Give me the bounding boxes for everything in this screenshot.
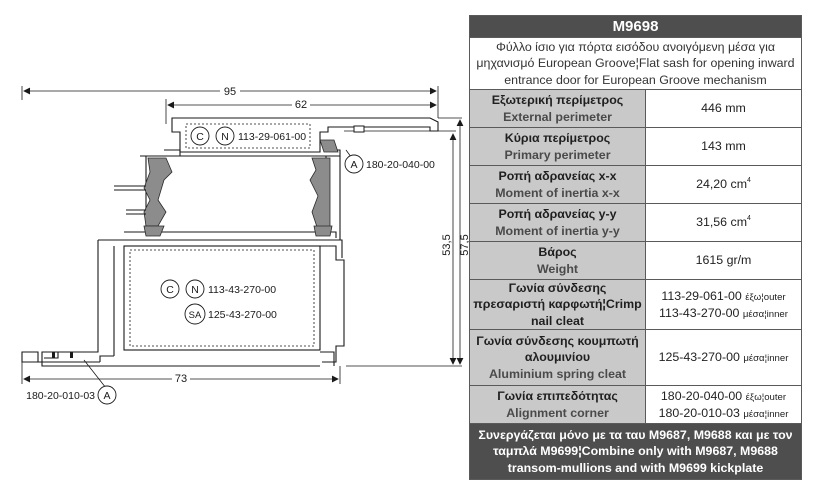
callout-alignment-bottom: A 180-20-010-03 <box>26 359 117 405</box>
svg-text:A: A <box>103 390 110 402</box>
callout-center-spring: SA 125-43-270-00 <box>184 303 277 325</box>
product-description: Φύλλο ίσιο για πόρτα εισόδου ανοιγόμενη … <box>469 37 802 90</box>
value-moment-y: 31,56 cm4 <box>645 203 802 242</box>
svg-text:C: C <box>166 284 174 296</box>
label-moment-x: Ροπή αδρανείας x-x Moment of inertia x-x <box>469 165 646 204</box>
callout-top-code: 113-29-061-00 <box>238 131 306 143</box>
callout-bottom-code: 180-20-010-03 <box>26 390 95 402</box>
spec-table: M9698 Φύλλο ίσιο για πόρτα εισόδου ανοιγ… <box>469 15 802 481</box>
description-sep: ¦ <box>635 56 639 71</box>
dim-53-5-label: 53,5 <box>441 234 453 255</box>
value-moment-x: 24,20 cm4 <box>645 165 802 204</box>
dim-95-label: 95 <box>224 86 236 98</box>
label-spring-cleat: Γωνία σύνδεσης κουμπωτή αλουμινίου Alumi… <box>469 329 646 387</box>
svg-text:SA: SA <box>189 310 202 321</box>
svg-text:N: N <box>191 284 199 296</box>
value-alignment-corner: 180-20-040-00 έξω¦outer 180-20-010-03 μέ… <box>645 385 802 425</box>
svg-text:A: A <box>350 159 357 171</box>
label-moment-y: Ροπή αδρανείας y-y Moment of inertia y-y <box>469 203 646 242</box>
callout-right-code: 180-20-040-00 <box>366 159 435 171</box>
callout-top-crimp: C N 113-29-061-00 <box>190 126 306 146</box>
callout-sa-code: 125-43-270-00 <box>208 309 277 321</box>
svg-text:C: C <box>196 131 204 143</box>
thermal-break-strips <box>143 139 339 237</box>
bottom-markers <box>52 352 73 358</box>
label-primary-perimeter: Κύρια περίμετρος Primary perimeter <box>469 127 646 166</box>
description-en: Flat sash for opening inward entrance do… <box>504 56 795 87</box>
callout-center-code: 113-43-270-00 <box>208 284 276 296</box>
callout-alignment-right: A 180-20-040-00 <box>344 149 435 174</box>
compatibility-note: Συνεργάζεται μόνο με τα ταυ M9687, M9688… <box>469 423 802 481</box>
description-gr: Φύλλο ίσιο για πόρτα εισόδου ανοιγόμενη … <box>476 39 775 71</box>
label-crimp-cleat: Γωνία σύνδεσης πρεσαριστή καρφωτή¦Crimp … <box>469 278 646 331</box>
profile-section-drawing: 95 62 73 53,5 57,5 <box>21 84 470 405</box>
gasket-fins <box>114 125 365 215</box>
value-weight: 1615 gr/m <box>645 241 802 280</box>
callout-center-crimp: C N 113-43-270-00 <box>160 279 276 299</box>
dim-73-label: 73 <box>175 373 187 385</box>
value-primary-perimeter: 143 mm <box>645 127 802 166</box>
label-external-perimeter: Εξωτερική περίμετρος External perimeter <box>469 89 646 128</box>
value-crimp-cleat: 113-29-061-00 έξω¦outer 113-43-270-00 μέ… <box>645 278 802 331</box>
label-weight: Βάρος Weight <box>469 241 646 280</box>
value-spring-cleat: 125-43-270-00 μέσα¦inner <box>645 329 802 387</box>
product-code: M9698 <box>469 15 802 38</box>
dim-62-label: 62 <box>295 99 307 111</box>
label-alignment-corner: Γωνία επιπεδότητας Alignment corner <box>469 385 646 425</box>
value-external-perimeter: 446 mm <box>645 89 802 128</box>
svg-text:N: N <box>221 131 229 143</box>
dim-57-5-label: 57,5 <box>459 234 470 255</box>
aluminium-profile <box>21 117 439 367</box>
